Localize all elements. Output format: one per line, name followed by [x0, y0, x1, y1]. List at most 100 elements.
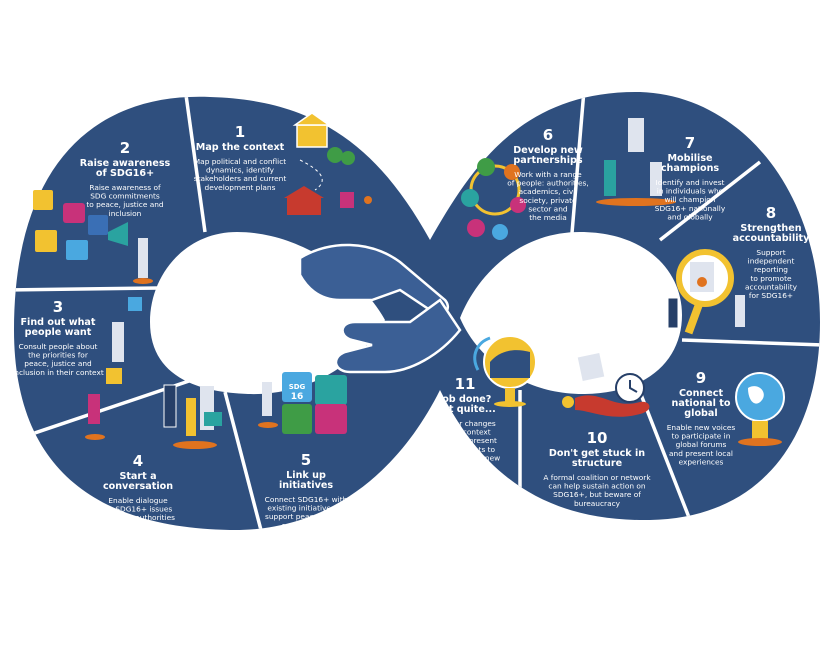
- puzzle-label-sdg: SDG: [289, 383, 306, 391]
- step-7-title-line: Mobilise: [667, 153, 713, 164]
- step-6-number: 6: [543, 126, 553, 144]
- step-8-body-line: to promote: [750, 274, 791, 283]
- puzzle-label-16: 16: [291, 392, 304, 402]
- step-9-body-line: experiences: [679, 457, 724, 466]
- step-2-body-line: Raise awareness of: [89, 183, 161, 192]
- consultation-people-icon: [85, 297, 142, 440]
- step-8-body-line: for SDG16+: [749, 291, 793, 300]
- step-4-body-line: and civil society: [108, 522, 168, 531]
- step-6-body-line: of people: authorities,: [507, 179, 588, 188]
- step-11-title-line: Not quite...: [434, 404, 496, 415]
- step-4-title-line: conversation: [103, 481, 173, 492]
- segment-dividers: [14, 91, 820, 531]
- step-5-body-line: existing initiatives to: [267, 504, 345, 513]
- step-7-title-line: champions: [661, 163, 720, 174]
- step-2-body-line: SDG commitments: [90, 192, 160, 201]
- step-10-number: 10: [587, 429, 608, 447]
- step-5-number: 5: [301, 451, 311, 469]
- step-1-body-line: development plans: [205, 183, 276, 192]
- champions-icon: [596, 118, 676, 206]
- dialogue-group-icon: [163, 384, 222, 449]
- divider-8-9: [681, 338, 820, 347]
- step-9-body-line: to participate in: [672, 432, 731, 441]
- step-3-body-line: the priorities for: [28, 351, 89, 360]
- step-5-title-line: initiatives: [279, 480, 333, 491]
- step-7-body-line: Identify and invest: [656, 178, 725, 187]
- step-8-body-line: reporting: [754, 265, 788, 274]
- step-6-title-line: partnerships: [513, 155, 582, 166]
- step-11-body-line: either threats to: [435, 445, 496, 454]
- step-3-body-line: Consult people about: [19, 342, 98, 351]
- divider-4-5: [223, 391, 264, 531]
- step-8-title-line: Strengthen: [740, 223, 801, 234]
- step-9-title-line: global: [684, 408, 717, 419]
- magnifier-report-icon: [667, 249, 745, 335]
- step-8-body-line: independent: [748, 257, 795, 266]
- step-2-title-line: of SDG16+: [96, 168, 154, 179]
- step-1-body-line: dynamics, identify: [206, 166, 275, 175]
- step-8-body-line: accountability: [745, 282, 798, 291]
- step-1-body-line: stakeholders and current: [194, 174, 287, 183]
- step-7-number: 7: [685, 134, 695, 152]
- step-11-body-line: the process or new: [430, 453, 500, 462]
- step-6-body-line: academics, civil: [519, 187, 578, 196]
- divider-2-3: [14, 286, 161, 292]
- step-10-body-line: A formal coalition or network: [543, 473, 651, 482]
- step-2-number: 2: [120, 139, 130, 157]
- binoculars-globe-icon: [473, 335, 537, 407]
- step-8-number: 8: [766, 204, 776, 222]
- divider-6-7: [570, 91, 586, 234]
- step-10-body-line: bureaucracy: [574, 499, 621, 508]
- step-8-title-line: accountability: [733, 233, 810, 244]
- globe-icon: [735, 372, 785, 446]
- step-8-block: 8StrengthenaccountabilitySupportindepend…: [733, 204, 810, 300]
- step-3-title-line: Find out what: [21, 317, 96, 328]
- step-5-title-line: Link up: [286, 470, 326, 481]
- step-6-body-line: sector and: [528, 204, 567, 213]
- step-11-title-line: Job done?: [438, 394, 492, 405]
- step-7-body-line: and globally: [667, 212, 713, 221]
- step-3-title-line: people want: [25, 327, 92, 338]
- step-9-body-line: Enable new voices: [667, 423, 736, 432]
- clock-paperwork-icon: [562, 352, 650, 417]
- step-11-number: 11: [455, 375, 476, 393]
- step-5-body-line: support peace, justice: [265, 512, 347, 521]
- divider-3-4: [14, 378, 193, 442]
- puzzle-sdg16-label: SDG16: [289, 383, 306, 402]
- step-1-title-line: Map the context: [196, 142, 285, 153]
- partnership-network-icon: [461, 158, 526, 240]
- step-9-body-line: global forums: [676, 440, 727, 449]
- step-3-body-line: inclusion in their context: [12, 368, 104, 377]
- step-11-body-line: Monitor changes: [434, 419, 496, 428]
- step-3-number: 3: [53, 298, 63, 316]
- step-6-body-line: Work with a range: [514, 170, 582, 179]
- step-11-body-line: in the context: [439, 428, 491, 437]
- step-6-body-line: the media: [529, 213, 567, 222]
- step-5-body-line: Connect SDG16+ with: [265, 495, 348, 504]
- step-9-body-line: and present local: [669, 449, 733, 458]
- step-7-body-line: SDG16+ nationally: [655, 204, 726, 213]
- step-5-body-line: and inclusion: [282, 521, 331, 530]
- step-4-body-line: between authorities: [101, 513, 175, 522]
- step-11-body-line: that may present: [433, 436, 497, 445]
- step-8-body-line: Support: [756, 248, 785, 257]
- divider-7-8: [658, 160, 762, 242]
- step-6-body-line: society, private: [519, 196, 577, 205]
- step-3-body-line: peace, justice and: [24, 359, 92, 368]
- step-1-number: 1: [235, 123, 245, 141]
- megaphone-social-media-icon: [33, 190, 153, 284]
- step-2-title-line: Raise awareness: [80, 158, 171, 169]
- step-2-body-line: to peace, justice and: [86, 200, 164, 209]
- step-10-body-line: SDG16+, but beware of: [553, 490, 641, 499]
